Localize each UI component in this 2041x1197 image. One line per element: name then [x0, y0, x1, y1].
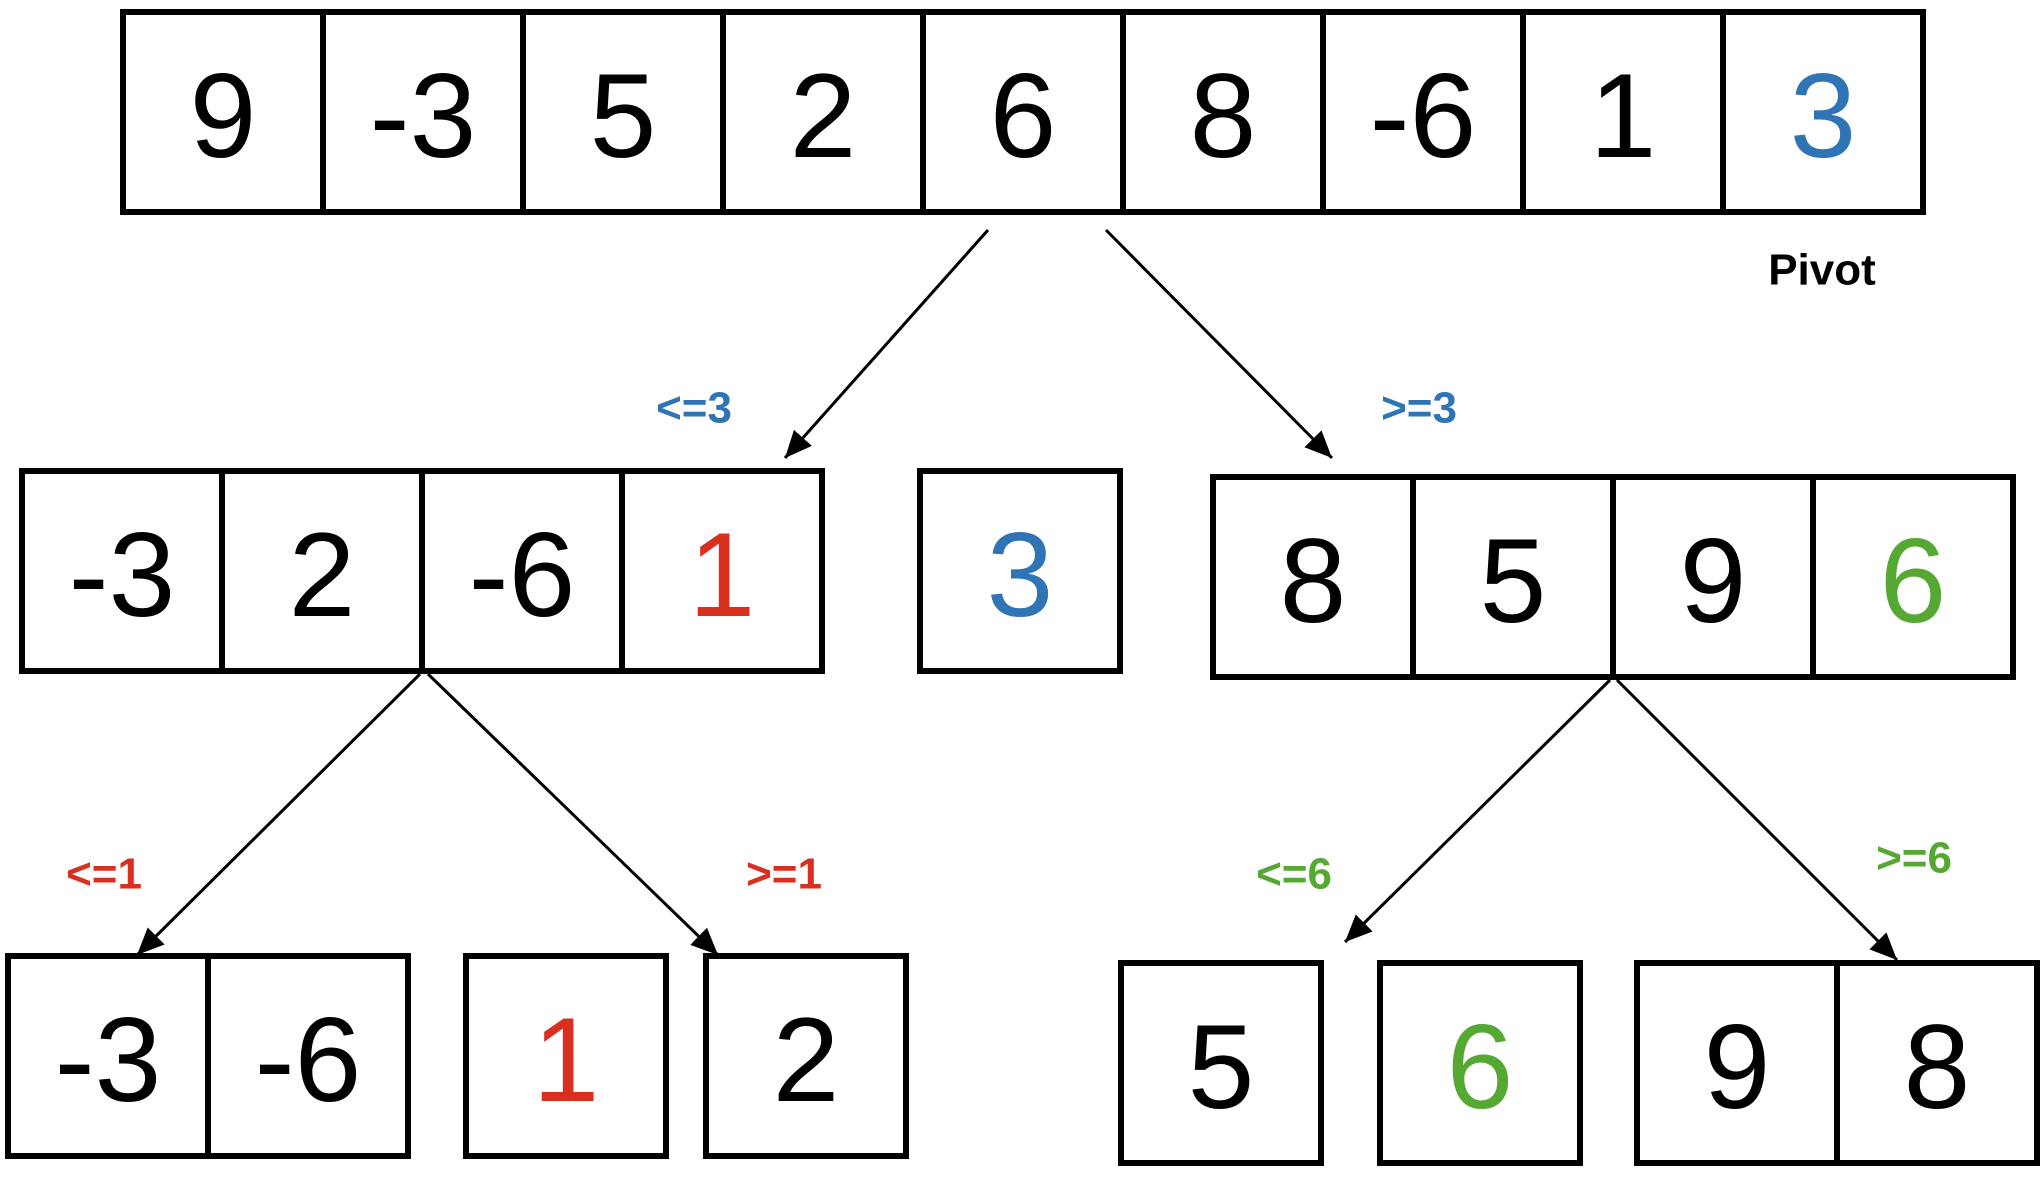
cell-value: 8: [1904, 1000, 1971, 1134]
array-cell: [1320, 9, 1526, 215]
array-cell: [463, 953, 669, 1159]
cell-value: 1: [1590, 49, 1657, 183]
array-pivot2: 1: [463, 953, 669, 1159]
array-cell: [5, 953, 211, 1159]
cell-value: 6: [990, 49, 1057, 183]
array-cell: [1610, 474, 1816, 680]
cell-value: -6: [469, 508, 576, 642]
cell-value: 1: [689, 508, 756, 642]
cell-value: 6: [1447, 1000, 1514, 1134]
le3-label: <=3: [656, 384, 732, 433]
cell-value: 2: [790, 49, 857, 183]
array-cell: [1810, 474, 2016, 680]
array-left1: -3 2 -6 1: [19, 468, 825, 674]
arrow-right1-to-right3: [1615, 678, 1899, 962]
arrow-root-to-left: [783, 229, 990, 459]
array-cell: [205, 953, 411, 1159]
array-pivot3: 6: [1377, 960, 1583, 1166]
array-cell: [120, 9, 326, 215]
array-cell: [920, 9, 1126, 215]
cell-value: -6: [1370, 49, 1477, 183]
array-cell: [19, 468, 225, 674]
cell-value: 3: [1790, 49, 1857, 183]
cell-value: -3: [370, 49, 477, 183]
array-cell: [1634, 960, 1840, 1166]
array-cell: [1520, 9, 1726, 215]
array-cell: [1377, 960, 1583, 1166]
array-cell: [619, 468, 825, 674]
array-cell: [1118, 960, 1324, 1166]
cell-value: 2: [773, 993, 840, 1127]
labels-layer: Pivot <=3 >=3 <=1 >=1 <=6 >=6: [66, 246, 1952, 899]
array-left2: -3 -6: [5, 953, 411, 1159]
ge6-label: >=6: [1876, 834, 1952, 883]
cell-value: -3: [69, 508, 176, 642]
cell-value: 8: [1190, 49, 1257, 183]
cell-value: 3: [987, 508, 1054, 642]
cell-value: 5: [1188, 1000, 1255, 1134]
cell-value: 9: [190, 49, 257, 183]
arrow-right1-to-left3: [1343, 678, 1612, 944]
le1-label: <=1: [66, 850, 142, 899]
cell-value: 9: [1704, 1000, 1771, 1134]
cell-value: -3: [55, 993, 162, 1127]
cell-value: 8: [1280, 514, 1347, 648]
cell-value: 2: [289, 508, 356, 642]
arrow-left1-to-right2: [426, 672, 720, 957]
array-cell: [1720, 9, 1926, 215]
cell-value: 1: [533, 993, 600, 1127]
le6-label: <=6: [1256, 850, 1332, 899]
cell-value: 6: [1880, 514, 1947, 648]
array-left3: 5: [1118, 960, 1324, 1166]
cell-value: -6: [255, 993, 362, 1127]
array-right2: 2: [703, 953, 909, 1159]
array-cell: [1120, 9, 1326, 215]
pivot-label: Pivot: [1768, 246, 1876, 295]
array-cell: [1410, 474, 1616, 680]
array-cell: [520, 9, 726, 215]
ge1-label: >=1: [746, 850, 822, 899]
array-cell: [703, 953, 909, 1159]
array-cell: [320, 9, 526, 215]
array-cell: [1834, 960, 2040, 1166]
cell-value: 9: [1680, 514, 1747, 648]
cell-value: 5: [590, 49, 657, 183]
array-pivot1: 3: [917, 468, 1123, 674]
array-cell: [917, 468, 1123, 674]
arrow-root-to-right: [1104, 228, 1334, 460]
arrow-left1-to-left2: [135, 672, 422, 957]
arrows-layer: [135, 228, 1899, 962]
cell-value: 5: [1480, 514, 1547, 648]
ge3-label: >=3: [1381, 384, 1457, 433]
array-cell: [419, 468, 625, 674]
